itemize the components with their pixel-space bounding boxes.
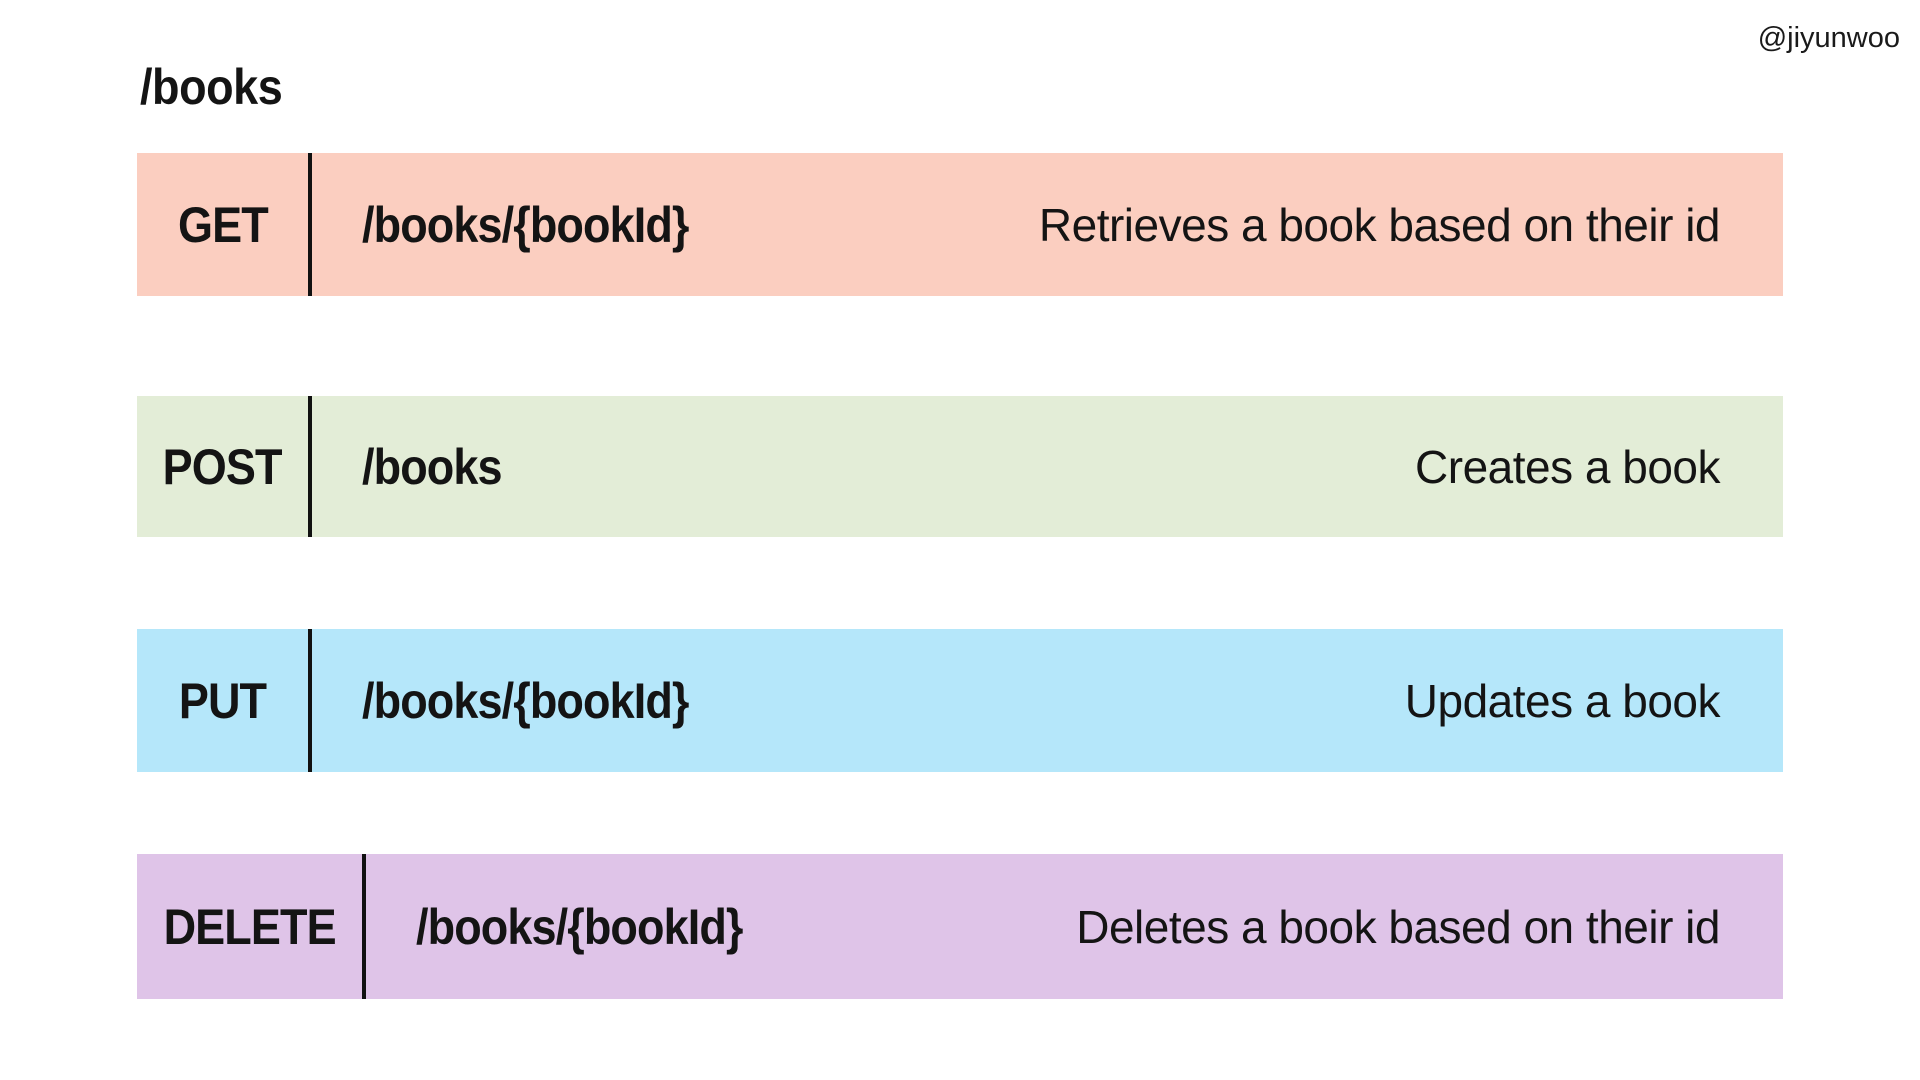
method-label: PUT (178, 672, 267, 729)
method-cell: DELETE (137, 854, 362, 999)
page-title: /books (140, 59, 283, 115)
method-divider (362, 854, 366, 999)
endpoint-description: Creates a book (1415, 440, 1720, 493)
description-cell: Deletes a book based on their id (779, 854, 1783, 999)
method-cell: GET (137, 153, 308, 296)
endpoint-row-delete: DELETE /books/{bookId} Deletes a book ba… (137, 854, 1783, 999)
method-cell: PUT (137, 629, 308, 772)
path-cell: /books/{bookId} (312, 153, 725, 296)
endpoint-row-post: POST /books Creates a book (137, 396, 1783, 537)
method-cell: POST (137, 396, 308, 537)
endpoint-description: Retrieves a book based on their id (1038, 198, 1721, 251)
watermark: @jiyunwoo (1757, 22, 1900, 54)
endpoint-path: /books (362, 438, 503, 495)
endpoint-description: Deletes a book based on their id (1076, 900, 1720, 953)
path-cell: /books (312, 396, 517, 537)
method-label: POST (163, 438, 283, 495)
path-cell: /books/{bookId} (366, 854, 779, 999)
description-cell: Updates a book (725, 629, 1783, 772)
method-divider (308, 153, 312, 296)
method-label: DELETE (163, 898, 336, 955)
description-cell: Creates a book (517, 396, 1783, 537)
method-label: GET (177, 196, 269, 253)
endpoint-row-put: PUT /books/{bookId} Updates a book (137, 629, 1783, 772)
endpoint-path: /books/{bookId} (362, 196, 689, 253)
endpoint-description: Updates a book (1404, 674, 1721, 727)
method-divider (308, 629, 312, 772)
description-cell: Retrieves a book based on their id (725, 153, 1783, 296)
endpoint-row-get: GET /books/{bookId} Retrieves a book bas… (137, 153, 1783, 296)
endpoint-path: /books/{bookId} (416, 898, 743, 955)
endpoint-path: /books/{bookId} (362, 672, 689, 729)
method-divider (308, 396, 312, 537)
path-cell: /books/{bookId} (312, 629, 725, 772)
